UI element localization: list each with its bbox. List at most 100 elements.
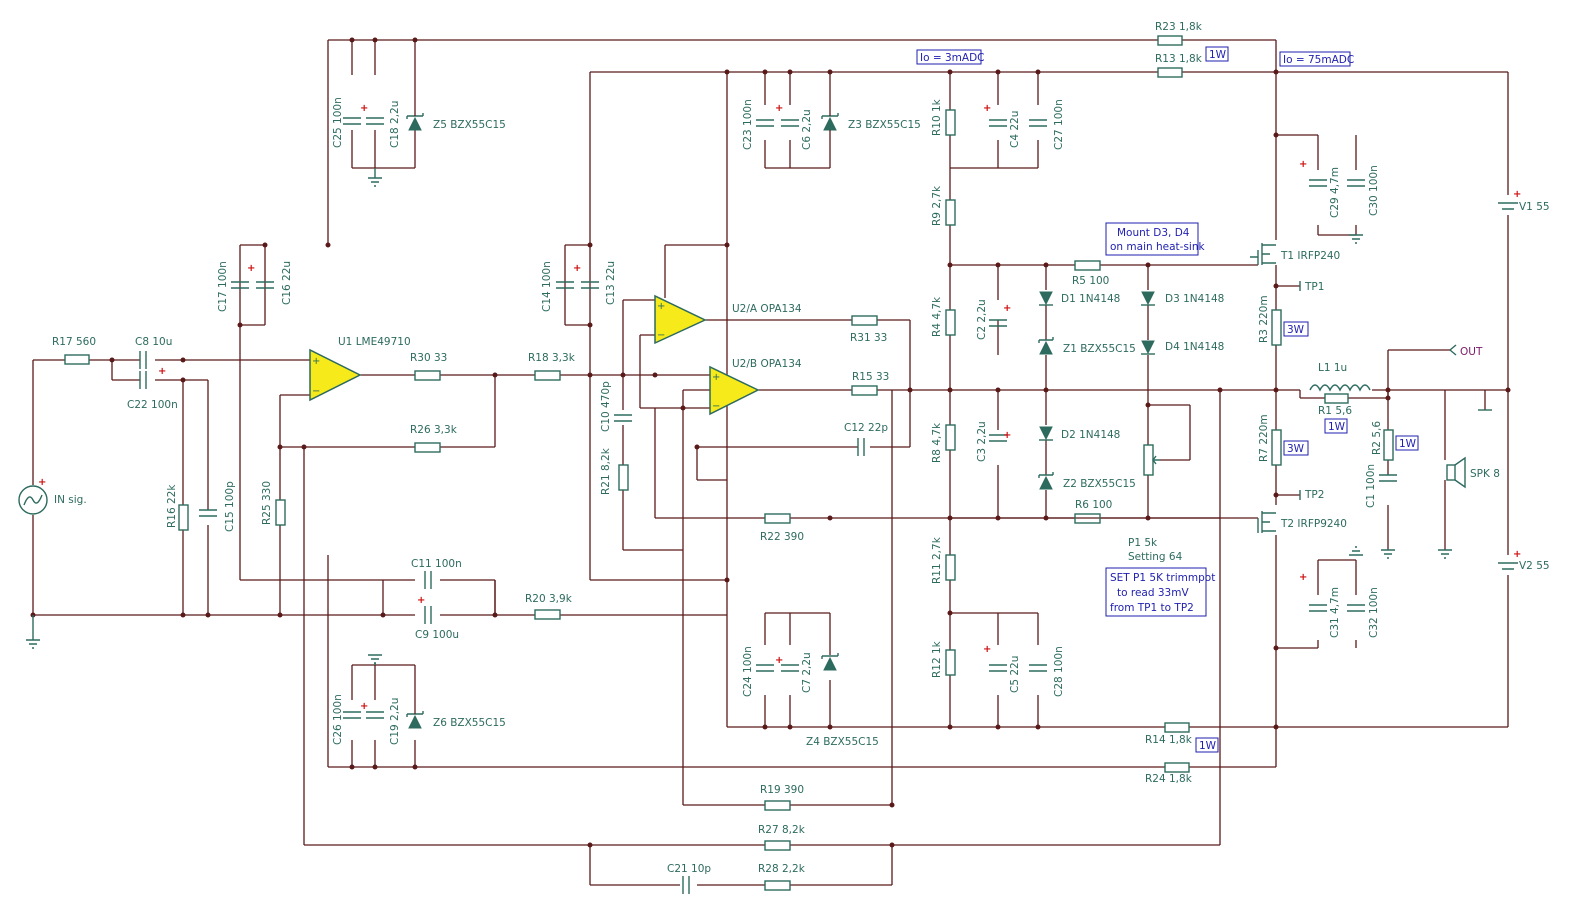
diodes — [406, 75, 1155, 729]
svg-text:+: + — [573, 263, 581, 274]
svg-text:+: + — [360, 701, 368, 712]
label-v1: V1 55 — [1519, 201, 1550, 213]
svg-text:+: + — [1003, 303, 1011, 314]
svg-text:+: + — [247, 263, 255, 274]
svg-text:+: + — [775, 655, 783, 666]
label-c2: C2 2,2u — [976, 299, 988, 340]
label-z5: Z5 BZX55C15 — [433, 119, 506, 131]
label-c6: C6 2,2u — [801, 109, 813, 150]
label-r22: R22 390 — [760, 531, 804, 543]
label-c10: C10 470p — [600, 381, 612, 432]
note-1w-r2: 1W — [1399, 438, 1417, 450]
label-r13: R13 1,8k — [1155, 53, 1203, 65]
svg-text:+: + — [1513, 189, 1521, 200]
label-r1: R1 5,6 — [1318, 405, 1352, 417]
label-c16: C16 22u — [281, 261, 293, 305]
label-r16: R16 22k — [166, 484, 178, 528]
svg-text:+: + — [1299, 572, 1307, 583]
label-c15: C15 100p — [224, 481, 236, 532]
label-r4: R4 4,7k — [931, 296, 943, 337]
svg-text:+: + — [712, 372, 720, 383]
label-r26: R26 3,3k — [410, 424, 458, 436]
label-c23: C23 100n — [742, 99, 754, 150]
label-c28: C28 100n — [1053, 646, 1065, 697]
label-t1: T1 IRFP240 — [1280, 250, 1340, 262]
label-r15: R15 33 — [852, 371, 889, 383]
label-c12: C12 22p — [844, 422, 888, 434]
label-c22: C22 100n — [127, 399, 178, 411]
label-z4: Z4 BZX55C15 — [806, 736, 879, 748]
annotations: Io = 3mADC Io = 75mADC 1W 1W 1W 1W 3W 3W… — [916, 46, 1419, 753]
note-setp1-2: to read 33mV — [1117, 587, 1189, 599]
svg-text:+: + — [360, 103, 368, 114]
label-r11: R11 2,7k — [931, 536, 943, 584]
junctions — [30, 37, 1511, 848]
label-t2: T2 IRFP9240 — [1280, 518, 1347, 530]
label-r19: R19 390 — [760, 784, 804, 796]
label-d4: D4 1N4148 — [1165, 341, 1224, 353]
label-c29: C29 4,7m — [1329, 167, 1341, 218]
label-spk: SPK 8 — [1470, 468, 1500, 480]
label-c25: C25 100n — [332, 97, 344, 148]
resistors — [64, 35, 1394, 891]
label-out: OUT — [1460, 346, 1483, 358]
label-z1: Z1 BZX55C15 — [1063, 343, 1136, 355]
label-c11: C11 100n — [411, 558, 462, 570]
note-1w-r1: 1W — [1328, 421, 1346, 433]
label-c5: C5 22u — [1009, 656, 1021, 693]
label-d2: D2 1N4148 — [1061, 429, 1120, 441]
opamps: + − + − + − — [309, 294, 760, 416]
label-r6: R6 100 — [1075, 499, 1112, 511]
label-r30: R30 33 — [410, 352, 447, 364]
misc-symbols: + + + — [18, 168, 1521, 665]
label-c7: C7 2,2u — [801, 652, 813, 693]
label-z3: Z3 BZX55C15 — [848, 119, 921, 131]
capacitors: + + + + + + + + + + + + + + — [139, 103, 1397, 894]
svg-text:+: + — [158, 366, 166, 377]
label-c30: C30 100n — [1368, 165, 1380, 216]
note-setp1-1: SET P1 5K trimmpot — [1110, 572, 1215, 584]
note-io-3ma: Io = 3mADC — [920, 52, 985, 64]
label-c21: C21 10p — [667, 863, 711, 875]
label-r10: R10 1k — [931, 98, 943, 136]
label-c4: C4 22u — [1009, 111, 1021, 148]
label-r17: R17 560 — [52, 336, 96, 348]
labels: R17 560 C8 10u C22 100n IN sig. R16 22k … — [52, 21, 1550, 875]
label-d3: D3 1N4148 — [1165, 293, 1224, 305]
note-io-75ma: Io = 75mADC — [1283, 54, 1354, 66]
label-c9: C9 100u — [415, 629, 459, 641]
svg-text:+: + — [38, 477, 46, 488]
label-r31: R31 33 — [850, 332, 887, 344]
label-c19: C19 2,2u — [389, 698, 401, 745]
svg-text:−: − — [657, 330, 665, 341]
label-r3: R3 220m — [1258, 295, 1270, 343]
label-c17: C17 100n — [217, 261, 229, 312]
svg-text:+: + — [312, 356, 320, 367]
label-u1: U1 LME49710 — [338, 336, 411, 348]
label-c13: C13 22u — [605, 261, 617, 305]
label-r18: R18 3,3k — [528, 352, 576, 364]
note-1w-r14: 1W — [1199, 740, 1217, 752]
svg-text:+: + — [1299, 159, 1307, 170]
label-z2: Z2 BZX55C15 — [1063, 478, 1136, 490]
label-r9: R9 2,7k — [931, 185, 943, 226]
label-c14: C14 100n — [541, 261, 553, 312]
label-c8: C8 10u — [135, 336, 172, 348]
svg-text:+: + — [983, 103, 991, 114]
label-u2b: U2/B OPA134 — [732, 358, 802, 370]
note-mount-2: on main heat-sink — [1110, 241, 1205, 253]
label-c24: C24 100n — [742, 646, 754, 697]
label-r20: R20 3,9k — [525, 593, 573, 605]
note-setp1-3: from TP1 to TP2 — [1110, 602, 1194, 614]
label-c1: C1 100n — [1365, 464, 1377, 508]
wires — [32, 39, 1509, 886]
svg-text:+: + — [1003, 430, 1011, 441]
label-r12: R12 1k — [931, 640, 943, 678]
svg-text:+: + — [657, 301, 665, 312]
note-3w-r7: 3W — [1287, 443, 1305, 455]
label-c32: C32 100n — [1368, 587, 1380, 638]
svg-text:−: − — [312, 386, 320, 397]
svg-text:+: + — [983, 644, 991, 655]
svg-text:−: − — [712, 401, 720, 412]
